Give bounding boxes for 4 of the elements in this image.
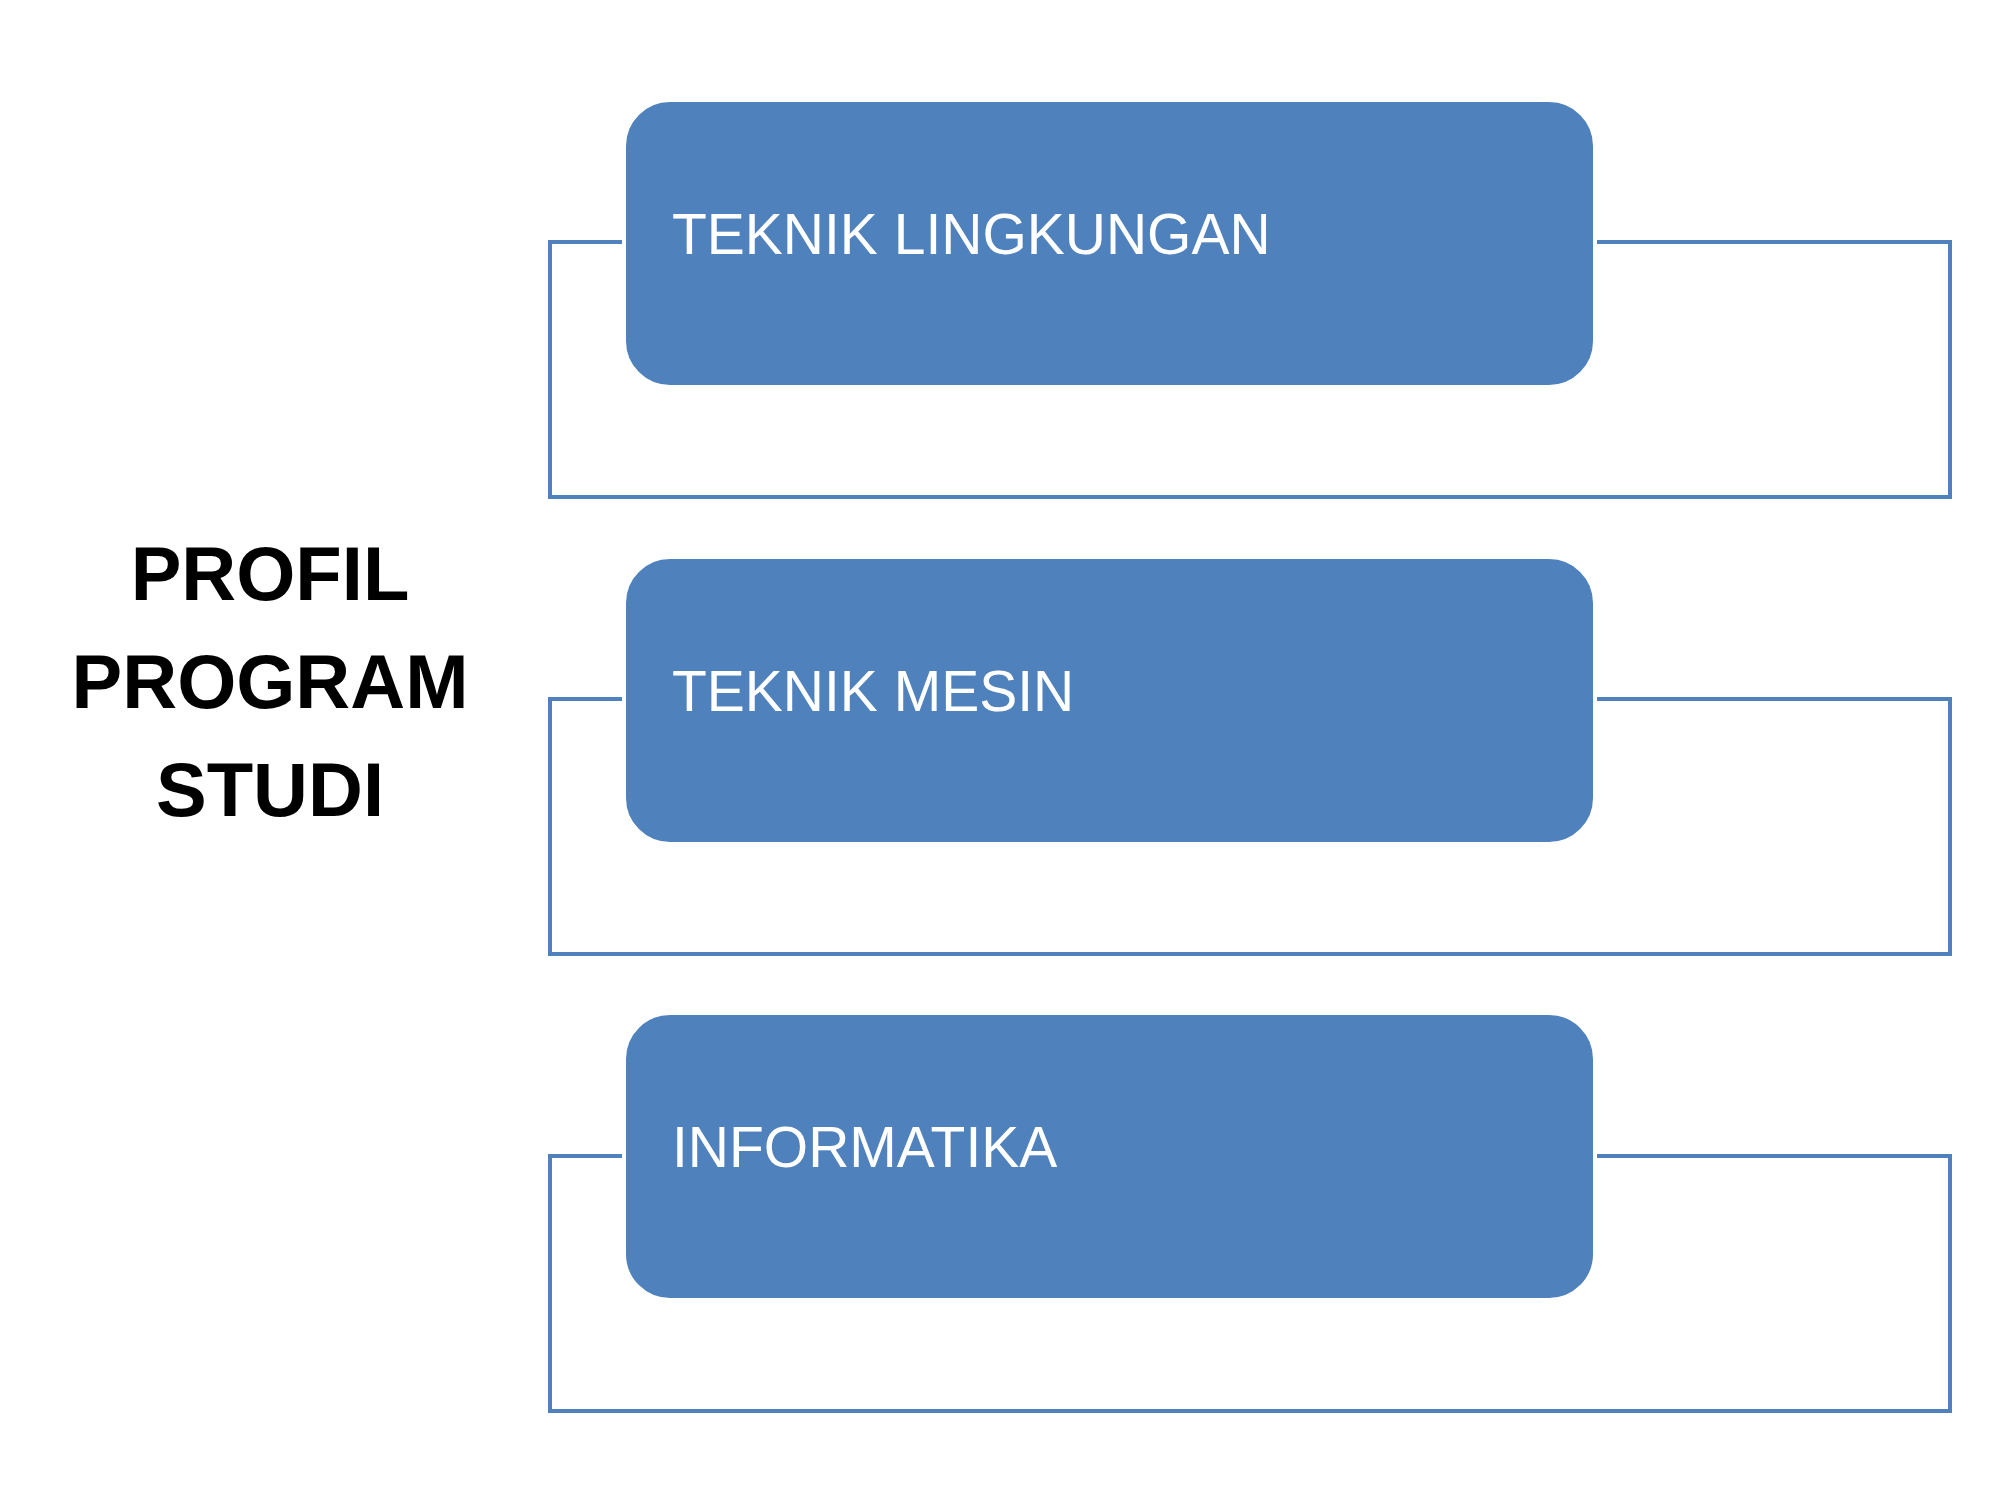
box-label: INFORMATIKA [672, 1113, 1058, 1180]
box-label: TEKNIK LINGKUNGAN [672, 200, 1271, 267]
box-label: TEKNIK MESIN [672, 657, 1075, 724]
slide-title: PROFIL PROGRAM STUDI [71, 530, 469, 834]
